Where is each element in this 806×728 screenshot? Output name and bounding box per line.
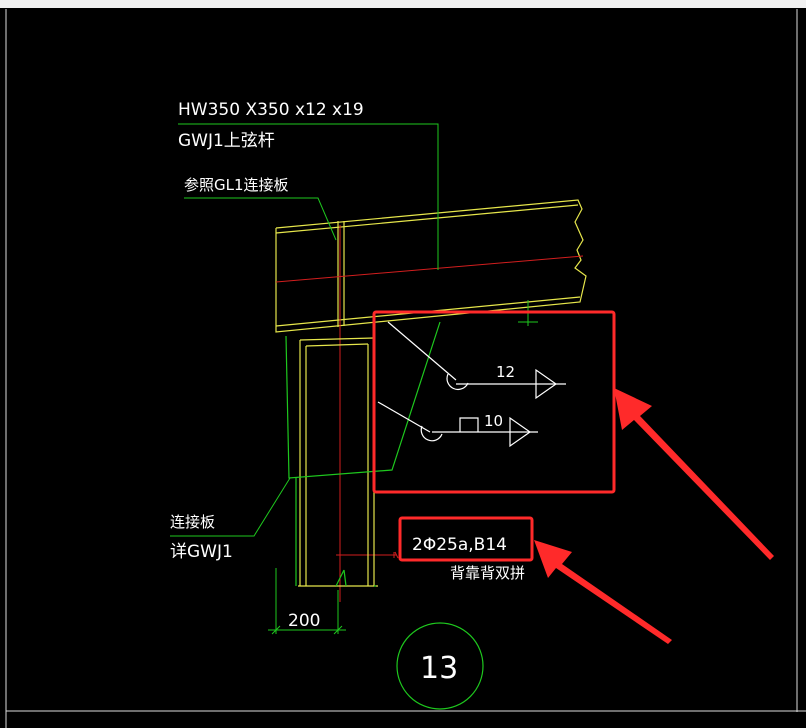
ref-plate-label: 参照GL1连接板	[184, 176, 289, 194]
detail-number: 13	[420, 651, 458, 686]
weld-highlight-box	[372, 310, 616, 494]
leader-lines	[170, 123, 538, 537]
detail-circle	[396, 622, 484, 710]
dimension-200	[268, 568, 346, 635]
plate-label: 连接板	[170, 513, 215, 531]
arrow-to-weld-box	[614, 388, 774, 560]
weld-symbol-bottom	[377, 401, 538, 448]
weld-size-bottom: 10	[484, 412, 503, 430]
member-label: GWJ1上弦杆	[178, 131, 275, 151]
highlight-arrows	[534, 388, 774, 644]
dimension-text: 200	[288, 611, 320, 631]
rebar-callout: 2Φ25a,B14	[412, 535, 507, 555]
rebar-highlight-box	[398, 516, 534, 562]
section-label: HW350 X350 x12 x19	[178, 100, 364, 120]
highlight-annotations	[372, 310, 616, 562]
weld-size-top: 12	[496, 363, 515, 381]
arrow-to-rebar-box	[534, 540, 672, 644]
rebar-note: 背靠背双拼	[450, 564, 525, 582]
column-member	[298, 337, 378, 587]
viewport-top-border	[0, 0, 806, 8]
centerlines	[275, 225, 584, 602]
weld-symbol-top	[387, 321, 566, 400]
connection-plate	[285, 321, 441, 587]
plate-detail-label: 详GWJ1	[170, 542, 233, 562]
